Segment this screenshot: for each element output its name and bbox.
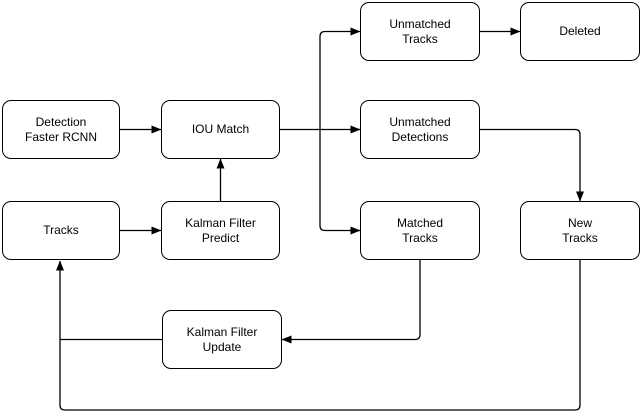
node-kalman-filter-update: Kalman Filter Update [162,310,282,369]
node-label: Kalman Filter Update [186,324,258,354]
node-label: Deleted [559,24,601,38]
node-tracks: Tracks [2,201,120,260]
node-matched-tracks: Matched Tracks [360,201,480,260]
edge-matched-tracks-to-kalman-update [281,260,421,344]
node-label: Matched Tracks [396,215,444,245]
node-label: Kalman Filter Predict [185,215,256,245]
node-unmatched-tracks: Unmatched Tracks [360,2,480,61]
node-label: Tracks [43,223,79,237]
node-deleted: Deleted [520,2,640,61]
node-detection-faster-rcnn: Detection Faster RCNN [2,100,120,159]
node-iou-match: IOU Match [161,100,280,159]
node-label: Unmatched Detections [389,114,451,144]
edge-unmatched-detections-to-new-tracks [480,128,584,202]
edge-iou-match-to-matched-tracks [319,129,361,235]
edge-iou-match-to-unmatched-tracks [319,27,361,130]
edge-new-tracks-to-tracks [56,260,581,411]
node-label: Unmatched Tracks [389,16,451,46]
node-label: IOU Match [191,122,250,136]
node-label: New Tracks [562,215,598,245]
node-unmatched-detections: Unmatched Detections [360,100,480,159]
node-new-tracks: New Tracks [520,201,640,260]
node-label: Detection Faster RCNN [24,114,97,144]
node-kalman-filter-predict: Kalman Filter Predict [161,201,280,260]
